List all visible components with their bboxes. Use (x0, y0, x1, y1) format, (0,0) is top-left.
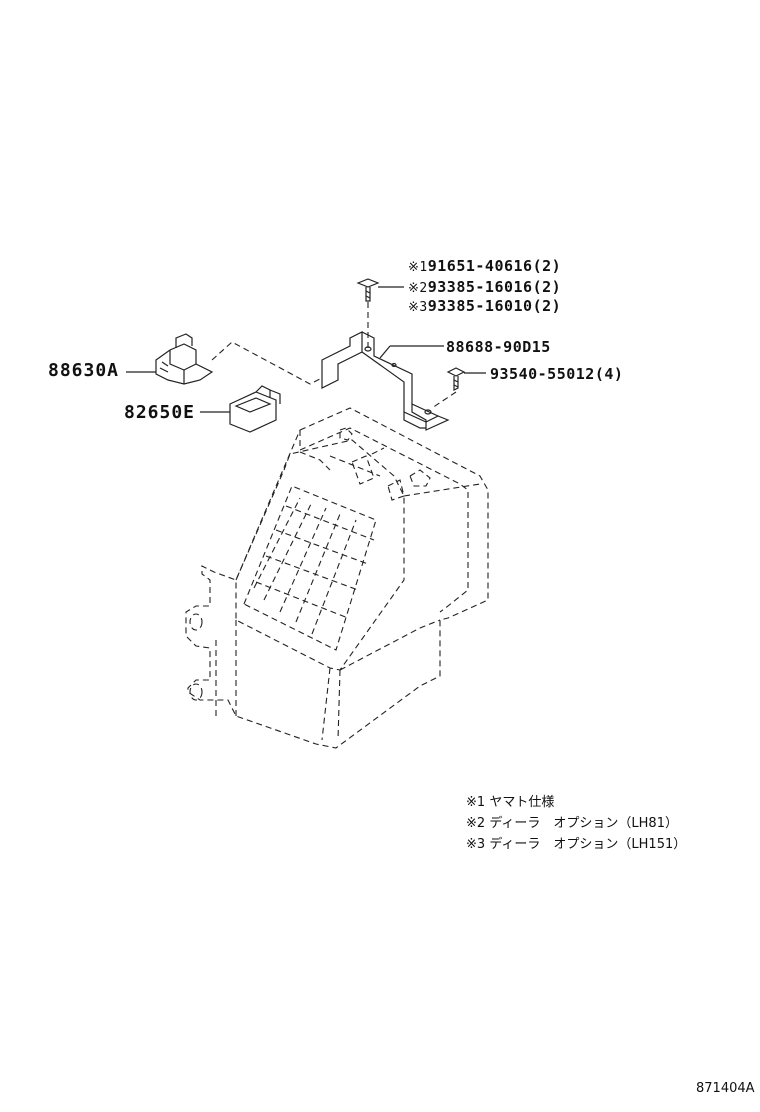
note-marker: ※3 (466, 837, 486, 852)
part-qty: (4) (594, 365, 624, 383)
part-label-screw-3: ※393385-16010(2) (408, 297, 562, 315)
part-qty: (2) (532, 257, 562, 275)
note-text: ヤマト仕様 (489, 795, 555, 810)
leader-line-bracket (379, 345, 391, 359)
part-label-screw-1: ※191651-40616(2) (408, 257, 562, 275)
tapping-screw-dashed-line (431, 391, 457, 409)
screw-icon (356, 278, 380, 302)
tapping-screw-icon (446, 367, 466, 391)
part-number-91651-40616: 91651-40616 (427, 257, 533, 275)
part-label-tapping-screw: 93540-55012(4) (490, 367, 623, 382)
part-number-93385-16010: 93385-16010 (427, 297, 533, 315)
part-qty: (2) (532, 278, 562, 296)
note-3: ※3 ディーラ オプション（LH151） (466, 838, 686, 851)
bracket-drawing (321, 331, 450, 431)
note-text: ディーラ オプション（LH81） (489, 816, 678, 831)
note-2: ※2 ディーラ オプション（LH81） (466, 817, 678, 830)
part-number-82650E: 82650E (124, 402, 196, 423)
console-box-drawing (185, 407, 489, 749)
part-number-88688-90D15: 88688-90D15 (446, 338, 551, 356)
note-marker: ※1 (466, 795, 486, 810)
part-qty: (2) (532, 297, 562, 315)
part-label-connector: 88630A (48, 362, 119, 380)
spec-marker-1: ※1 (408, 260, 428, 275)
part-label-bracket: 88688-90D15 (446, 340, 551, 355)
connector-drawing (155, 333, 214, 385)
connector-dashed-line (211, 341, 323, 385)
note-1: ※1 ヤマト仕様 (466, 796, 554, 809)
part-number-93540-55012: 93540-55012 (490, 365, 595, 383)
spec-marker-3: ※3 (408, 300, 428, 315)
part-number-93385-16016: 93385-16016 (427, 278, 533, 296)
part-number-88630A: 88630A (48, 360, 120, 381)
part-label-screw-2: ※293385-16016(2) (408, 278, 562, 296)
socket-drawing (229, 385, 281, 433)
note-text: ディーラ オプション（LH151） (489, 837, 687, 852)
part-label-socket: 82650E (124, 404, 195, 422)
spec-marker-2: ※2 (408, 281, 428, 296)
figure-reference: 871404A (696, 1081, 755, 1096)
note-marker: ※2 (466, 816, 486, 831)
